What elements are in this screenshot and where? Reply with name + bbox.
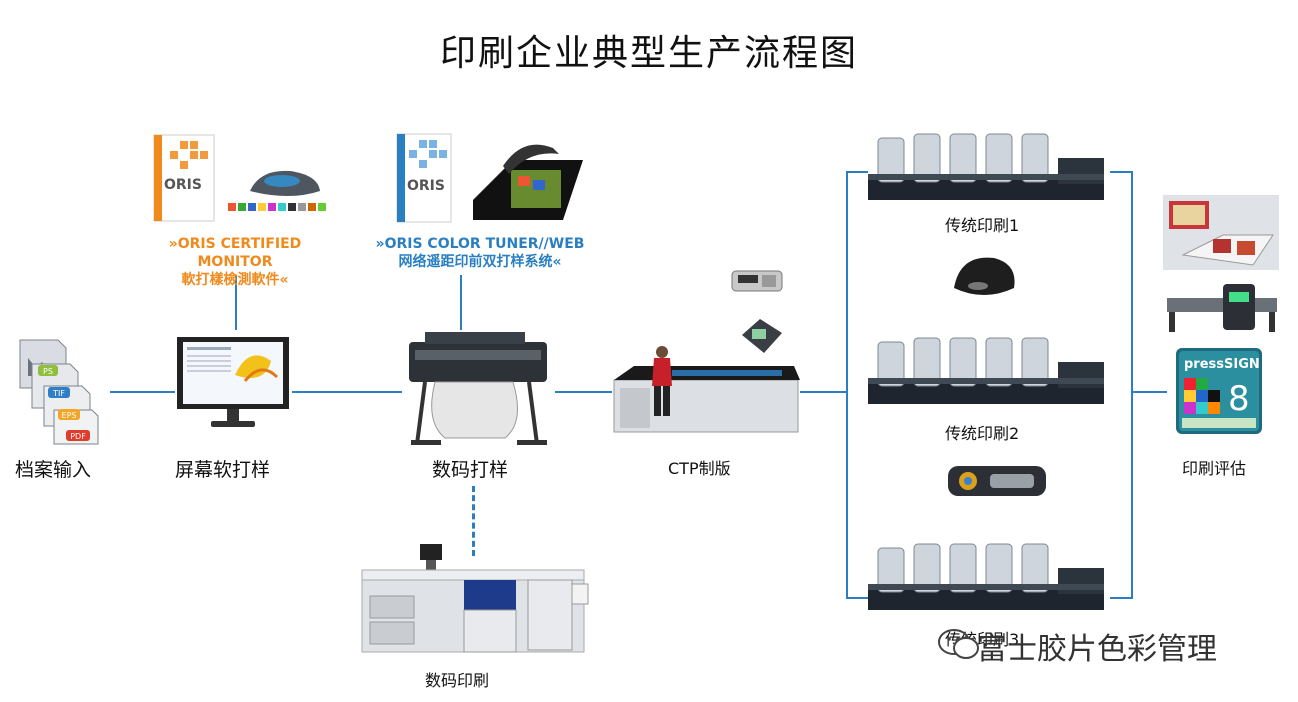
offset-press-2-image — [868, 332, 1112, 408]
monitor-image — [175, 335, 293, 435]
badge-eps-text: EPS — [62, 411, 77, 420]
label-ctp: CTP制版 — [668, 459, 731, 478]
connector-dashed-digitalprint — [472, 486, 475, 556]
densitometer-icon — [730, 265, 786, 297]
connector-ctp-presses — [800, 391, 847, 393]
label-press-2: 传统印刷2 — [945, 424, 1020, 443]
ctp-device-image — [612, 338, 802, 436]
label-digital-proof: 数码打样 — [432, 459, 509, 481]
bracket-right-top — [1110, 171, 1132, 173]
label-evaluation: 印刷评估 — [1182, 459, 1247, 478]
plate-reader-icon — [738, 315, 784, 357]
bracket-left-vertical — [846, 171, 848, 599]
connector-oris-tuner — [460, 275, 462, 330]
bracket-right-vertical — [1131, 171, 1133, 599]
badge-tif-text: TIF — [52, 389, 65, 398]
connector-oris-monitor — [235, 275, 237, 330]
proof-printer-image — [405, 328, 555, 450]
badge-pdf-text: PDF — [70, 432, 86, 441]
bracket-right-bottom — [1110, 597, 1132, 599]
oris-box-brand-1: ORIS — [164, 177, 202, 193]
connector-softproof-digitalproof — [292, 391, 402, 393]
oris-monitor-caption-line1: »ORIS CERTIFIED MONITOR — [168, 236, 302, 270]
oris-tuner-caption: »ORIS COLOR TUNER//WEB 网络遥距印前双打样系统« — [370, 235, 590, 271]
offset-press-3-image — [868, 538, 1112, 614]
viewing-booth-image — [1163, 195, 1279, 270]
badge-ps-text: PS — [43, 367, 53, 376]
watermark-text: 富士胶片色彩管理 — [977, 632, 1217, 667]
oris-monitor-caption-line2: 軟打樣檢測軟件« — [181, 272, 289, 288]
spectro-icon-2 — [946, 460, 1050, 502]
label-soft-proof: 屏幕软打样 — [175, 459, 271, 481]
presssign-text: pressSIGN — [1184, 357, 1260, 372]
oris-monitor-caption: »ORIS CERTIFIED MONITOR 軟打樣檢測軟件« — [135, 235, 335, 289]
presssign-logo: pressSIGN 8 — [1176, 348, 1262, 434]
ps-badge — [38, 365, 58, 376]
bracket-left-top — [846, 171, 868, 173]
offset-press-1-image — [868, 128, 1112, 204]
scanning-device-image — [1163, 280, 1281, 338]
oris-tuner-caption-line1: »ORIS COLOR TUNER//WEB — [375, 236, 585, 252]
oris-tuner-caption-line2: 网络遥距印前双打样系统« — [398, 254, 562, 270]
label-file-input: 档案输入 — [15, 459, 92, 481]
connector-input-softproof — [110, 391, 175, 393]
oris-box-brand-2: ORIS — [407, 178, 445, 194]
digital-press-image — [360, 540, 592, 655]
oris-monitor-product-image: ORIS — [150, 133, 340, 223]
label-press-1: 传统印刷1 — [945, 216, 1020, 235]
connector-digitalproof-ctp — [555, 391, 612, 393]
oris-tuner-product-image: ORIS — [393, 130, 593, 226]
file-stack-icon: PS TIF EPS PDF — [18, 338, 99, 448]
spectro-icon-1 — [948, 248, 1018, 304]
label-digital-print: 数码印刷 — [425, 671, 490, 690]
page-title: 印刷企业典型生产流程图 — [439, 33, 858, 74]
connector-presses-evaluation — [1131, 391, 1167, 393]
wechat-icon — [936, 626, 980, 662]
bracket-left-bottom — [846, 597, 868, 599]
presssign-version-text: 8 — [1228, 379, 1250, 419]
